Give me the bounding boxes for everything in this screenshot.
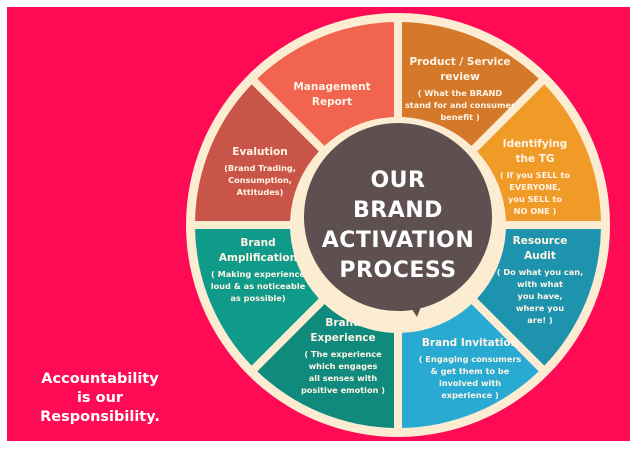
segment-description: loud & as noticeable — [211, 281, 306, 291]
segment-title: Evalution — [232, 146, 287, 158]
segment-product-service-review — [401, 22, 539, 146]
segment-title: Brand Invitation — [422, 337, 518, 349]
segment-description: & get them to be — [431, 366, 510, 376]
center-bubble — [298, 117, 498, 325]
tagline-line: Responsibility. — [40, 409, 160, 425]
segment-brand-invitation — [401, 304, 539, 428]
segment-title: Resource — [513, 235, 568, 247]
segment-description: (Brand Trading, — [224, 163, 296, 173]
segment-description: ( Making experience — [211, 269, 305, 279]
speech-bubble-tail-fill — [406, 299, 424, 317]
segment-title: Identifying — [503, 138, 568, 150]
segment-title: Experience — [310, 332, 375, 344]
center-title-line: PROCESS — [339, 258, 456, 283]
tagline-line: Accountability — [41, 371, 159, 387]
segment-description: with what — [517, 279, 563, 289]
segment-title: Audit — [524, 250, 556, 262]
segment-brand-amplification — [195, 228, 319, 366]
segment-title: review — [440, 71, 480, 83]
tagline: Accountability is our Responsibility. — [22, 370, 178, 427]
segment-title: Management — [293, 81, 370, 93]
segment-title: Product / Service — [409, 56, 510, 68]
segment-description: you SELL to — [508, 194, 562, 204]
segment-description: positive emotion ) — [301, 385, 385, 395]
segment-title: the TG — [515, 153, 554, 165]
tagline-line: is our — [76, 390, 124, 406]
segment-description: ( What the BRAND — [418, 88, 503, 98]
segment-description: which engages — [309, 361, 378, 371]
segment-identifying-the-tg — [477, 84, 601, 222]
segment-description: ( The experience — [304, 349, 382, 359]
segment-description: benefit ) — [440, 112, 480, 122]
center-title-line: BRAND — [353, 198, 443, 223]
segment-description: ( If you SELL to — [500, 170, 570, 180]
segment-description: are! ) — [527, 315, 553, 325]
segment-description: where you — [516, 303, 564, 313]
segment-management-report — [257, 22, 395, 146]
segment-description: Consumption, — [228, 175, 292, 185]
center-title-line: ACTIVATION — [322, 228, 475, 253]
segment-description: all senses with — [309, 373, 378, 383]
segment-description: ( Do what you can, — [497, 267, 584, 277]
segment-description: ( Engaging consumers — [419, 354, 522, 364]
center-circle — [304, 123, 492, 311]
segment-title: Brand — [325, 317, 360, 329]
segment-title: Amplification — [219, 252, 297, 264]
segment-description: involved with — [439, 378, 501, 388]
center-title-line: OUR — [370, 168, 425, 193]
segment-description: NO ONE ) — [514, 206, 557, 216]
segment-title: Report — [312, 96, 352, 108]
segment-evalution — [195, 84, 319, 222]
segment-description: you have, — [518, 291, 563, 301]
center-title: OUR BRAND ACTIVATION PROCESS — [322, 168, 475, 283]
segment-description: Attitudes) — [237, 187, 284, 197]
segment-description: EVERYONE, — [509, 182, 561, 192]
segment-description: stand for and consumer — [405, 100, 516, 110]
segment-resource-audit — [477, 228, 601, 366]
segment-title: Brand — [240, 237, 275, 249]
segment-description: as possible) — [230, 293, 286, 303]
segment-description: experience ) — [441, 390, 499, 400]
segment-brand-experience — [257, 304, 395, 428]
